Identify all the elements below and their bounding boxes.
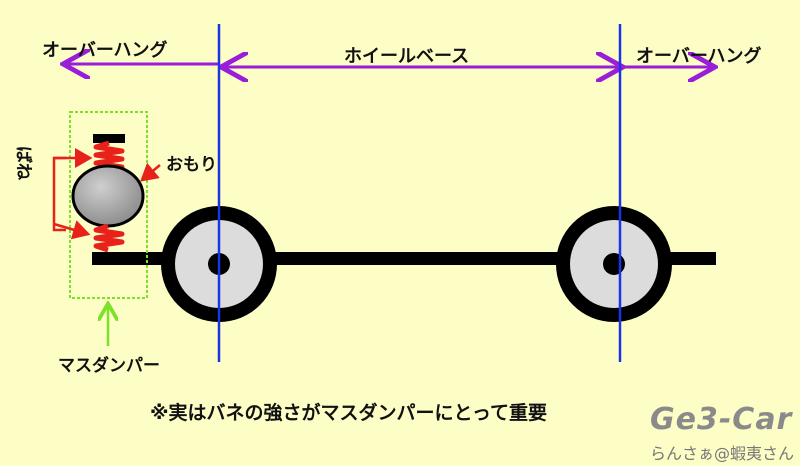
wheelbase-label: ホイールベース [344,46,470,67]
spring-pointer-lower [53,220,91,240]
spring-label: ばね [13,146,33,180]
overhang-right-label: オーバーハング [636,46,762,67]
weight-mass [71,164,145,228]
logo-text: Ge3-Car [650,402,793,437]
mass-damper-box [69,111,148,299]
lower-spring [93,223,125,253]
top-cap [93,134,125,143]
weight-pointer [140,162,161,182]
rear-wheel [556,206,672,322]
weight-label: おもり [166,155,217,175]
overhang-left-label: オーバーハング [42,40,168,61]
credit-text: らんさぁ@蝦夷さん [650,444,795,463]
spring-bracket [52,156,66,232]
mass-damper-label: マスダンパー [58,356,160,376]
note-text: ※実はバネの強さがマスダンパーにとって重要 [150,402,547,424]
